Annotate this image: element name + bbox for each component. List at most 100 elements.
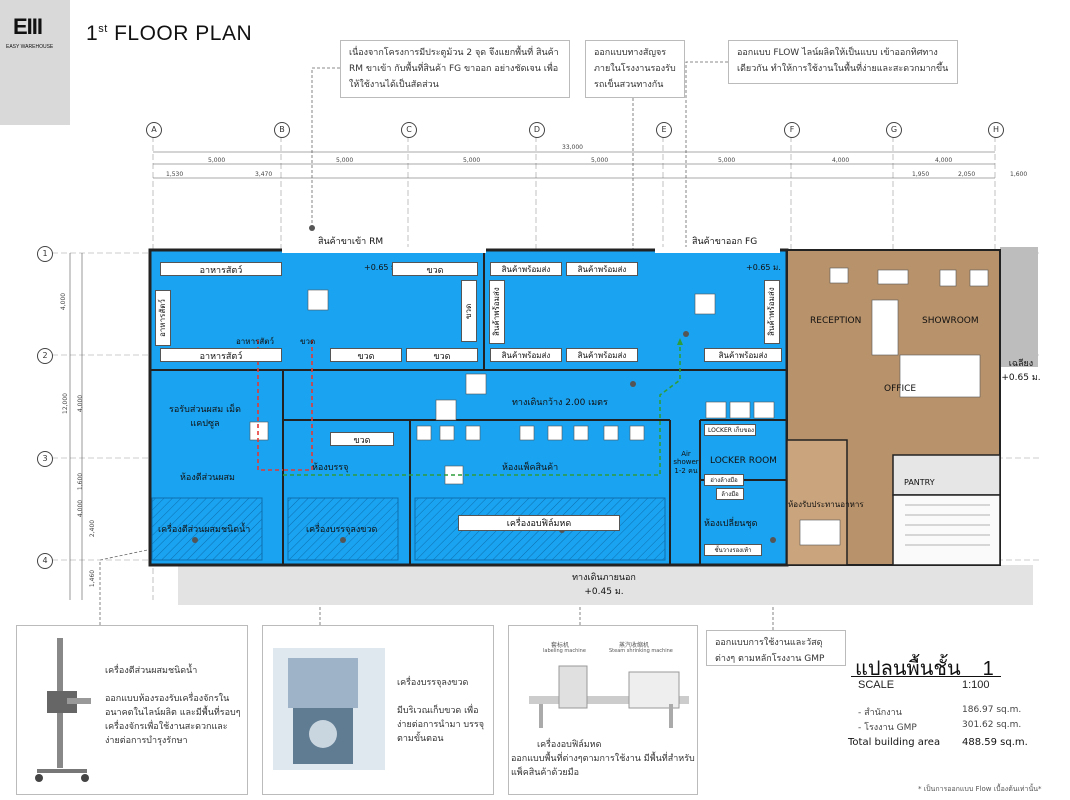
filler-image (273, 648, 385, 770)
dim-sub-2: 3,470 (255, 171, 273, 178)
dim-fg: 4,000 (832, 157, 850, 164)
shrink-machine-image (529, 665, 689, 728)
tag-bottle-4: ขวด (461, 280, 477, 342)
card-shrink: 套标机 labeling machine 蒸汽收缩机 Steam shrinki… (508, 625, 698, 795)
grid-col-a: A (146, 122, 162, 138)
tag-locker-small: LOCKER เก็บของ (704, 424, 756, 436)
label-change-room: ห้องเปลี่ยนชุด (704, 519, 758, 529)
tag-bottle-5: ขวด (330, 432, 394, 446)
label-pack-room: ห้องแพ็คสินค้า (502, 463, 559, 473)
stat-office-label: - สำนักงาน (858, 708, 902, 718)
label-reception: RECEPTION (810, 316, 862, 326)
dim-cd: 5,000 (463, 157, 481, 164)
level-left: +0.65 ม. (364, 263, 399, 272)
dim-sub-5: 1,600 (1010, 171, 1028, 178)
label-canteen: ห้องรับประทานอาหาร (788, 500, 864, 509)
note-rm-fg: เนื่องจากโครงการมีประตูม้วน 2 จุด จึงแยก… (340, 40, 570, 98)
grid-col-g: G (886, 122, 902, 138)
grid-row-2: 2 (37, 348, 53, 364)
label-walkway: ทางเดินกว้าง 2.00 เมตร (512, 398, 608, 408)
label-air-shower: Air shower 1-2 คน (673, 450, 699, 475)
mixer-image (35, 638, 91, 782)
label-rm-in: สินค้าขาเข้า RM (318, 237, 384, 247)
logo-block (0, 0, 70, 125)
tag-feed-1: อาหารสัตว์ (160, 262, 282, 276)
tag-shoe-rack: ชั้นวางรองเท้า (704, 544, 762, 556)
tag-ready-7: สินค้าพร้อมส่ง (764, 280, 780, 344)
grid-row-1: 1 (37, 246, 53, 262)
label-mix-wait: รอรับส่วนผสม เม็ด แคปซูล (169, 405, 241, 429)
card-filler: เครื่องบรรจุลงขวด มีบริเวณเก็บขวด เพื่อง… (262, 625, 494, 795)
label-office: OFFICE (884, 384, 917, 394)
label-mixer-machine: เครื่องตีส่วนผสมชนิดน้ำ (158, 525, 251, 535)
grid-row-3: 3 (37, 451, 53, 467)
note-gmp: ออกแบบการใช้งานและวัสดุ ต่างๆ ตามหลักโรง… (706, 630, 846, 666)
card-filler-body: มีบริเวณเก็บขวด เพื่อง่ายต่อการนำมา บรรจ… (397, 706, 485, 744)
label-fg-out: สินค้าขาออก FG (692, 237, 758, 247)
dim-left-1: 4,000 (60, 292, 68, 311)
label-pantry: PANTRY (904, 478, 935, 487)
label-mix-room: ห้องตีส่วนผสม (180, 473, 235, 483)
dim-sub-3: 1,950 (912, 171, 930, 178)
dim-left-7: 1,460 (89, 569, 97, 588)
flow-label-feed: อาหารสัตว์ (236, 337, 274, 346)
scale-value: 1:100 (962, 679, 990, 691)
stat-factory-label: - โรงงาน GMP (858, 723, 917, 733)
machine-label-2: 蒸汽收缩机 (619, 642, 650, 649)
stat-office-value: 186.97 sq.m. (962, 705, 1022, 715)
label-showroom: SHOWROOM (922, 316, 979, 326)
dim-left-3: 4,000 (77, 394, 85, 413)
tag-feed-3: อาหารสัตว์ (160, 348, 282, 362)
label-locker-room: LOCKER ROOM (710, 456, 777, 466)
tag-ready-2: สินค้าพร้อมส่ง (566, 262, 638, 276)
card-shrink-body: ออกแบบพื้นที่ต่างๆตามการใช้งาน มีพื้นที่… (511, 754, 695, 778)
note-walkway: ออกแบบทางสัญจร ภายในโรงงานรองรับ รถเข็นส… (585, 40, 685, 98)
tag-ready-4: สินค้าพร้อมส่ง (566, 348, 638, 362)
card-mixer-title: เครื่องตีส่วนผสมชนิดน้ำ (105, 666, 198, 676)
dim-bc: 5,000 (336, 157, 354, 164)
card-mixer: เครื่องตีส่วนผสมชนิดน้ำ ออกแบบห้องรองรับ… (16, 625, 248, 795)
grid-row-4: 4 (37, 553, 53, 569)
dim-gh: 4,000 (935, 157, 953, 164)
dim-left-4: 1,600 (77, 472, 85, 491)
grid-col-h: H (988, 122, 1004, 138)
flow-label-bottle: ขวด (300, 337, 316, 346)
tag-ready-5: สินค้าพร้อมส่ง (704, 348, 782, 362)
label-shrink-machine: เครื่องอบฟิล์มหด (458, 515, 620, 531)
tag-feed-2: อาหารสัตว์ (155, 290, 171, 346)
machine-sub-2: Steam shrinking machine (609, 648, 673, 654)
tag-ready-1: สินค้าพร้อมส่ง (490, 262, 562, 276)
tag-handwash: ล้างมือ (716, 488, 744, 500)
label-balcony: เฉลียง +0.65 ม. (1001, 359, 1041, 383)
company-name: EASY WAREHOUSE (6, 44, 54, 50)
note-flow: ออกแบบ FLOW ไลน์ผลิตให้เป็นแบบ เข้าออกทิ… (728, 40, 958, 84)
grid-col-f: F (784, 122, 800, 138)
tag-bottle-1: ขวด (392, 262, 478, 276)
label-filler-machine: เครื่องบรรจุลงขวด (306, 525, 378, 535)
summary-divider (851, 676, 1001, 677)
tag-bottle-2: ขวด (330, 348, 402, 362)
dim-sub-1: 1,530 (166, 171, 184, 178)
card-mixer-body: ออกแบบห้องรองรับเครื่องจักรใน อนาคตในไลน… (105, 694, 241, 746)
grid-col-e: E (656, 122, 672, 138)
page-title: 1st FLOOR PLAN (86, 22, 253, 45)
dim-left-6: 2,400 (89, 519, 97, 538)
machine-label-1: 套标机 (551, 642, 570, 649)
tag-ready-6: สินค้าพร้อมส่ง (489, 280, 505, 344)
card-shrink-title: เครื่องอบฟิล์มหด (537, 740, 602, 750)
tag-bottle-3: ขวด (406, 348, 478, 362)
machine-sub-1: labeling machine (543, 648, 586, 654)
grid-col-d: D (529, 122, 545, 138)
stat-total-label: Total building area (848, 737, 941, 748)
label-outside-walk: ทางเดินภายนอก +0.45 ม. (572, 573, 636, 597)
dim-total: 33,000 (562, 144, 583, 151)
dim-left-5: 4,000 (77, 499, 85, 518)
grid-col-c: C (401, 122, 417, 138)
tag-wash: อ่างล้างมือ (704, 474, 744, 486)
level-right: +0.65 ม. (746, 263, 781, 272)
label-fill-room: ห้องบรรจุ (312, 463, 349, 473)
company-logo: EIII (13, 14, 43, 39)
tag-ready-3: สินค้าพร้อมส่ง (490, 348, 562, 362)
dim-ab: 5,000 (208, 157, 226, 164)
